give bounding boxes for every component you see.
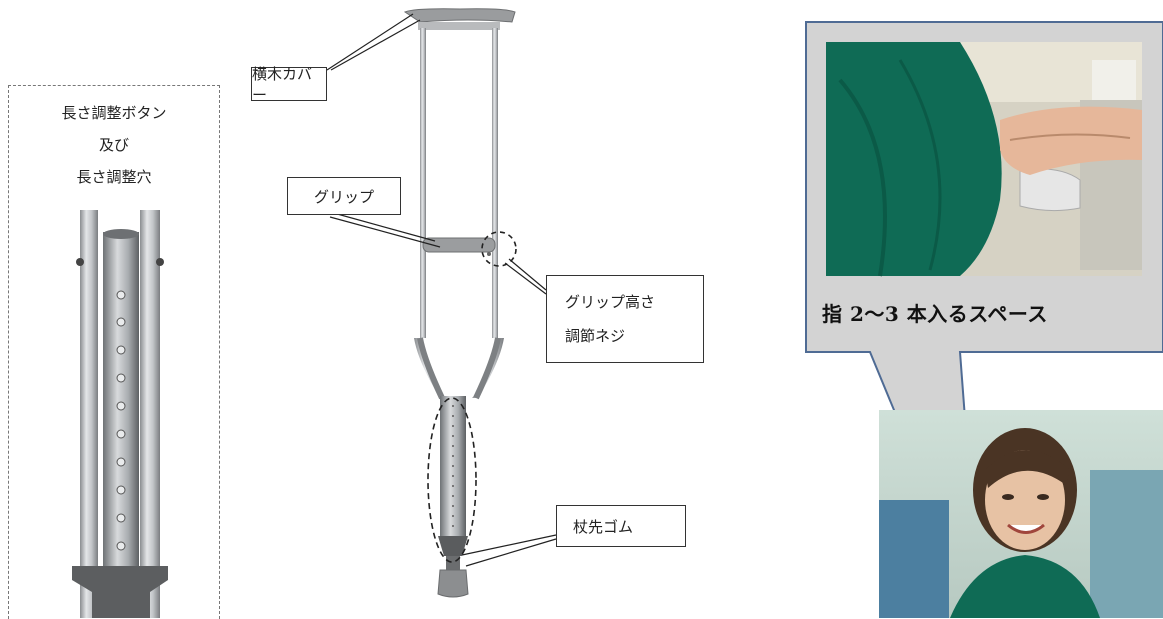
screw-highlight-circle: [481, 231, 517, 267]
crutch-rail-right: [492, 28, 498, 338]
detail-title-line1: 長さ調整ボタン: [61, 104, 167, 122]
label-grip-height-screw-line2: 調節ネジ: [565, 327, 626, 345]
leader-lines: [326, 13, 557, 567]
grip-bar: [422, 237, 496, 253]
label-grip-height-screw-line1: グリップ高さ: [565, 293, 656, 311]
label-tip-rubber-text: 杖先ゴム: [573, 517, 634, 536]
armpit-spacing-photo: [826, 42, 1142, 277]
crossbar-cover-pad: [403, 8, 516, 23]
length-adjust-detail-photo: [72, 210, 168, 618]
label-grip-height-screw: グリップ高さ 調節ネジ: [546, 275, 704, 363]
label-tip-rubber: 杖先ゴム: [556, 505, 686, 547]
callout-caption: 指 2～3 本入るスペース: [822, 302, 1048, 326]
length-adjust-detail-panel: 長さ調整ボタン 及び 長さ調整穴: [8, 85, 220, 619]
label-crossbar-cover: 横木カバー: [251, 65, 327, 104]
woman-portrait-photo: [879, 410, 1163, 618]
crutch-rail-left: [420, 28, 426, 338]
length-adjust-highlight-ellipse: [427, 397, 477, 563]
label-grip-text: グリップ: [313, 187, 374, 206]
detail-title-line2: 及び: [98, 136, 129, 154]
crutch-illustration: [403, 8, 516, 598]
label-grip: グリップ: [287, 177, 401, 215]
rubber-tip: [437, 569, 469, 598]
detail-title-line3: 長さ調整穴: [76, 168, 152, 186]
label-crossbar-cover-text: 横木カバー: [252, 65, 313, 104]
